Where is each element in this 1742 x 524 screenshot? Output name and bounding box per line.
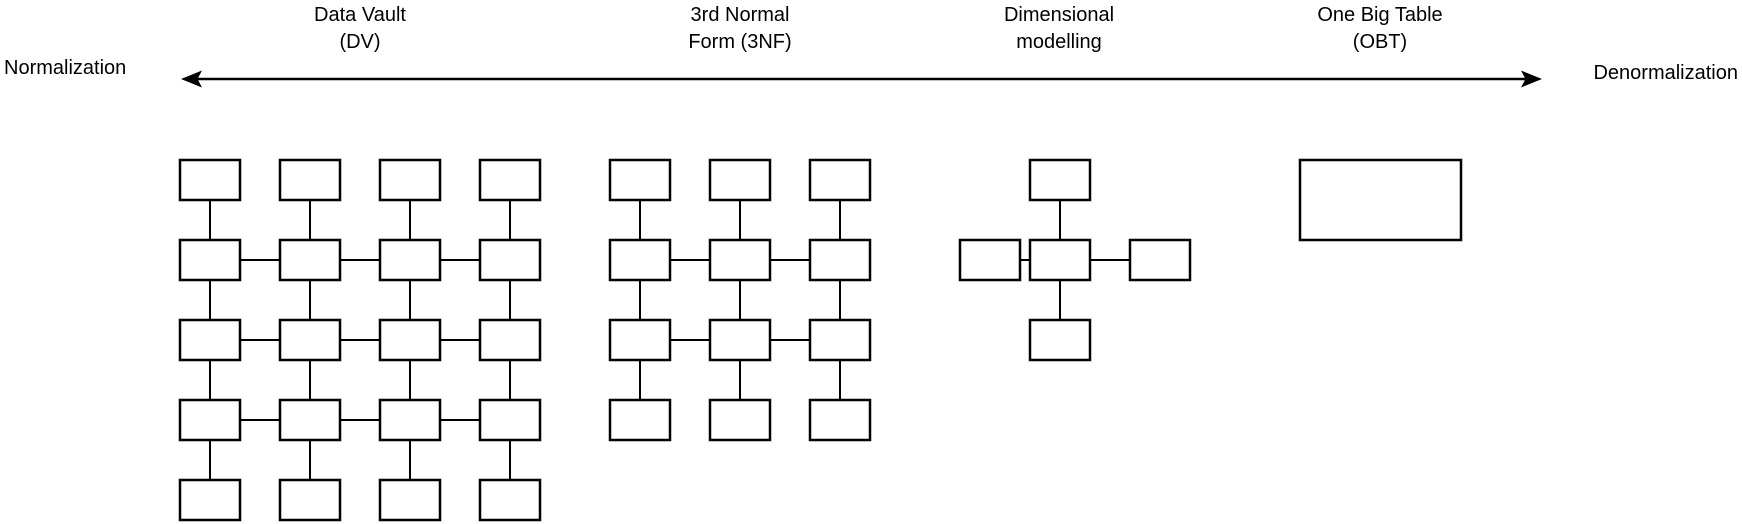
category-label-one-big-table: One Big Table (OBT): [1317, 2, 1442, 56]
category-label-line: Dimensional: [1003, 4, 1115, 26]
data-vault-entity-box: [378, 478, 442, 522]
axis-label-normalization: Normalization: [4, 57, 127, 79]
category-label-line: Data Vault: [314, 4, 406, 26]
arrowhead-right-icon: [1521, 70, 1542, 88]
category-label-line: Form (3NF): [688, 31, 792, 53]
data-vault-entity-box: [378, 318, 442, 362]
dimensional-star-dimension-box: [1028, 318, 1092, 362]
data-vault-entity-box: [478, 318, 542, 362]
data-vault-entity-box: [178, 318, 242, 362]
data-vault-entity-box: [178, 238, 242, 282]
data-vault-entity-box: [478, 478, 542, 522]
data-vault-entity-box: [278, 238, 342, 282]
dimensional-star-dimension-box: [1128, 238, 1192, 282]
third-normal-form-entity-box: [608, 158, 672, 202]
category-label-third-normal-form: 3rd Normal Form (3NF): [688, 2, 791, 56]
data-vault-entity-box: [178, 158, 242, 202]
category-label-line: 3rd Normal: [690, 4, 790, 26]
data-vault-entity-box: [478, 398, 542, 442]
data-vault-entity-box: [378, 398, 442, 442]
third-normal-form-entity-box: [608, 398, 672, 442]
dimensional-star-fact-box: [1028, 238, 1092, 282]
axis-label-denormalization: Denormalization: [1593, 62, 1738, 84]
one-big-table-box: [1298, 158, 1463, 242]
third-normal-form-entity-box: [708, 398, 772, 442]
third-normal-form-entity-box: [608, 318, 672, 362]
third-normal-form-entity-box: [608, 238, 672, 282]
data-vault-entity-box: [378, 238, 442, 282]
third-normal-form-entity-box: [708, 158, 772, 202]
third-normal-form-entity-box: [808, 398, 872, 442]
dimensional-star-dimension-box: [958, 238, 1022, 282]
category-label-dimensional-modelling: Dimensional modelling: [1004, 2, 1114, 56]
third-normal-form-entity-box: [808, 238, 872, 282]
data-vault-entity-box: [378, 158, 442, 202]
category-label-line: One Big Table: [1317, 4, 1443, 26]
dimensional-star-dimension-box: [1028, 158, 1092, 202]
third-normal-form-entity-box: [808, 158, 872, 202]
category-label-line: (DV): [339, 31, 381, 53]
data-vault-entity-box: [278, 398, 342, 442]
data-vault-entity-box: [178, 398, 242, 442]
category-label-line: (OBT): [1352, 31, 1408, 53]
data-vault-entity-box: [278, 478, 342, 522]
third-normal-form-entity-box: [708, 238, 772, 282]
data-vault-entity-box: [478, 158, 542, 202]
category-label-data-vault: Data Vault (DV): [314, 2, 406, 56]
data-vault-entity-box: [478, 238, 542, 282]
data-vault-entity-box: [278, 158, 342, 202]
data-vault-entity-box: [278, 318, 342, 362]
arrowhead-left-icon: [181, 70, 202, 88]
third-normal-form-entity-box: [708, 318, 772, 362]
category-label-line: modelling: [1016, 31, 1102, 53]
third-normal-form-entity-box: [808, 318, 872, 362]
data-vault-entity-box: [178, 478, 242, 522]
